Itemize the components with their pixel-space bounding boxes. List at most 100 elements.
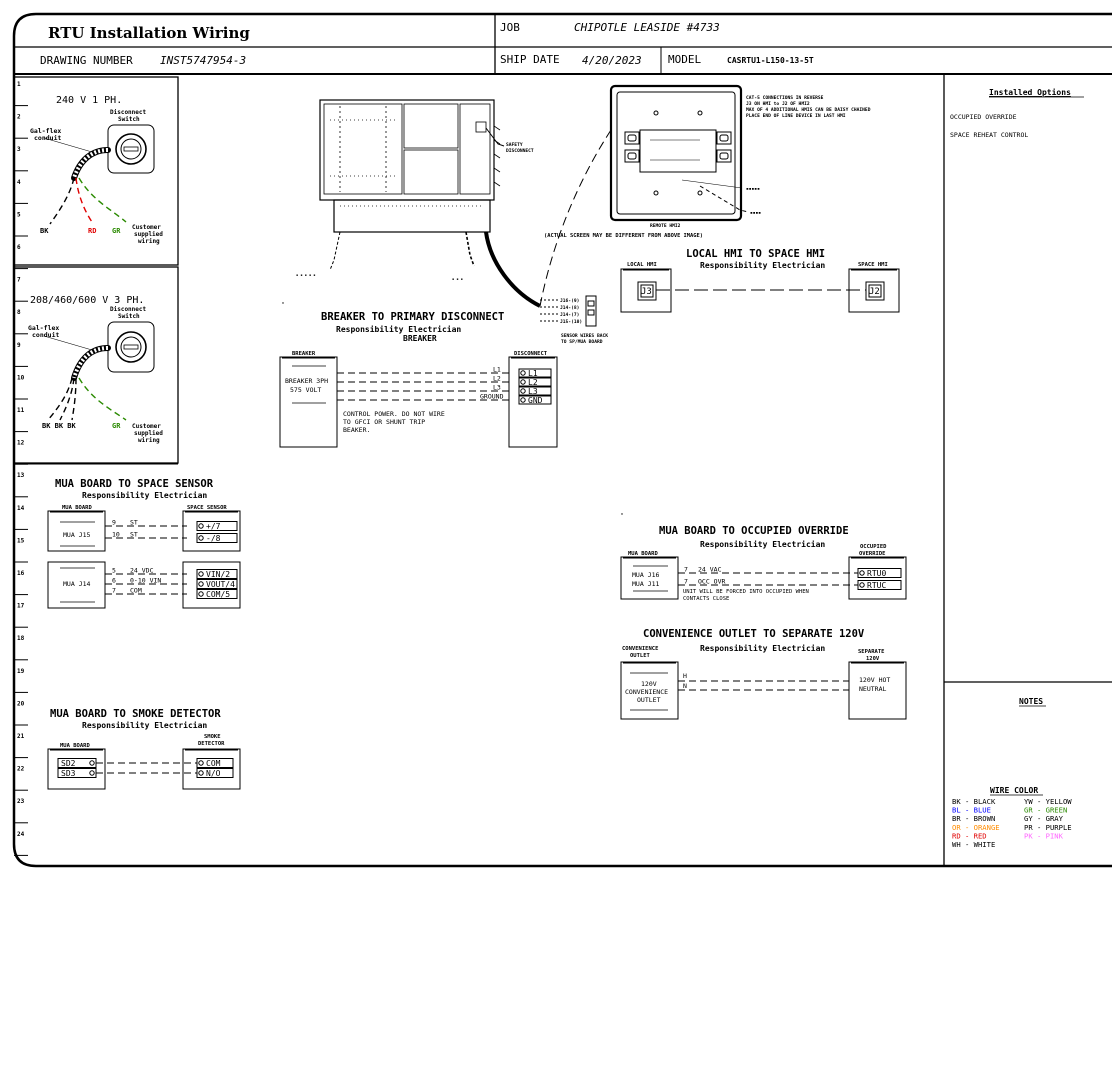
row-number: 10 bbox=[17, 374, 25, 381]
drawing-number-label: DRAWING NUMBER bbox=[40, 54, 133, 67]
local-hmi-section: LOCAL HMI TO SPACE HMI Responsibility El… bbox=[620, 248, 900, 313]
terminal-screw bbox=[89, 770, 95, 776]
row-number: 3 bbox=[17, 146, 21, 153]
terminal-screw bbox=[859, 582, 865, 588]
terminal-screw bbox=[198, 535, 204, 541]
terminal-screw bbox=[520, 370, 526, 376]
single-phase-wire-bk: BK bbox=[40, 227, 49, 235]
space-sensor-left-label: MUA BOARD bbox=[62, 505, 92, 511]
mua-j11-label: MUA J11 bbox=[632, 580, 659, 588]
sensor-terminal-label: COM/5 bbox=[206, 590, 230, 599]
sensor-terminal-label: VOUT/4 bbox=[206, 580, 235, 589]
sensor-wire-name: 0-10 VIN bbox=[130, 577, 161, 585]
row-number: 21 bbox=[17, 733, 25, 740]
smoke-detector-terminal bbox=[196, 758, 234, 768]
breaker-subtitle: BREAKER bbox=[403, 334, 437, 343]
breaker-line-label: GROUND bbox=[480, 393, 504, 401]
sensor-wire-number: 5 bbox=[112, 567, 116, 575]
sensor-terminal bbox=[196, 569, 238, 579]
single-phase-conduit-label-2: conduit bbox=[34, 134, 61, 142]
row-number: 6 bbox=[17, 244, 21, 251]
breaker-label: BREAKER bbox=[292, 351, 316, 357]
terminal-2: J14-(8) bbox=[560, 305, 579, 311]
three-phase-wire-bk: BK BK BK bbox=[42, 422, 77, 430]
smoke-right-label-1: SMOKE bbox=[204, 734, 221, 740]
hmi-note-2: J3 ON HMI to J2 OF HMI2 bbox=[746, 101, 810, 107]
convenience-right-text-2: NEUTRAL bbox=[859, 685, 886, 693]
single-phase-customer-label-2: supplied bbox=[134, 231, 163, 238]
single-phase-disconnect-label-1: Disconnect bbox=[110, 109, 147, 116]
local-hmi-label: LOCAL HMI bbox=[627, 262, 657, 268]
disconnect-terminal-label: L2 bbox=[528, 378, 538, 387]
row-number: 9 bbox=[17, 342, 21, 349]
wire-color-item: GR - GREEN bbox=[1024, 806, 1067, 815]
space-sensor-responsibility: Responsibility Electrician bbox=[82, 490, 207, 500]
terminal-screw bbox=[520, 397, 526, 403]
row-number: 17 bbox=[17, 603, 25, 610]
installed-option-2: SPACE REHEAT CONTROL bbox=[950, 131, 1028, 139]
convenience-left-label-1: CONVENIENCE bbox=[622, 646, 658, 652]
occupied-wire-number: 7 bbox=[684, 566, 688, 574]
notes-heading: NOTES bbox=[1019, 697, 1043, 706]
drawing-title: RTU Installation Wiring bbox=[48, 24, 250, 42]
occupied-wire-name: 24 VAC bbox=[698, 566, 722, 574]
wire-color-item: PR - PURPLE bbox=[1024, 823, 1072, 832]
wire-color-item: BR - BROWN bbox=[952, 814, 995, 823]
mua-j14-label: MUA J14 bbox=[63, 580, 90, 588]
terminal-3: J14-(7) bbox=[560, 312, 579, 318]
terminal-screw bbox=[198, 571, 204, 577]
occupied-terminal-label: RTU0 bbox=[867, 569, 886, 578]
space-sensor-title: MUA BOARD TO SPACE SENSOR bbox=[55, 478, 214, 490]
occupied-title: MUA BOARD TO OCCUPIED OVERRIDE bbox=[659, 525, 849, 537]
single-phase-panel: 240 V 1 PH. Disconnect Switch Gal-flex c… bbox=[30, 95, 163, 245]
breaker-text-2: 575 VOLT bbox=[290, 386, 321, 394]
disconnect-terminal bbox=[518, 368, 552, 378]
sheet-border bbox=[12, 12, 1112, 868]
safety-disconnect-label-1: SAFETY bbox=[506, 142, 523, 148]
three-phase-disconnect-label-2: Switch bbox=[118, 313, 140, 320]
breaker-title: BREAKER TO PRIMARY DISCONNECT bbox=[321, 311, 504, 323]
sensor-terminal bbox=[196, 533, 238, 543]
convenience-left-text-3: OUTLET bbox=[637, 696, 661, 704]
disconnect-terminal bbox=[518, 395, 552, 405]
sensor-wire-name: COM bbox=[130, 587, 142, 595]
convenience-right-label-1: SEPARATE bbox=[858, 649, 885, 655]
smoke-detector-title: MUA BOARD TO SMOKE DETECTOR bbox=[50, 708, 221, 720]
row-number: 2 bbox=[17, 114, 21, 121]
terminal-screw bbox=[198, 523, 204, 529]
occupied-override-section: MUA BOARD TO OCCUPIED OVERRIDE Responsib… bbox=[620, 525, 907, 602]
row-number: 20 bbox=[17, 700, 25, 707]
breaker-text-1: BREAKER 3PH bbox=[285, 377, 328, 385]
wire-color-item: RD - RED bbox=[952, 831, 987, 840]
disconnect-terminal-label: L1 bbox=[528, 369, 538, 378]
safety-disconnect-label-2: DISCONNECT bbox=[506, 148, 534, 154]
breaker-responsibility: Responsibility Electrician bbox=[336, 324, 461, 334]
ship-date-label: SHIP DATE bbox=[500, 53, 560, 66]
hmi-note-4: PLACE END OF LINE DEVICE IN LAST HMI bbox=[746, 113, 846, 119]
convenience-responsibility: Responsibility Electrician bbox=[700, 643, 825, 653]
smoke-detector-terminal-label: N/O bbox=[206, 769, 221, 778]
three-phase-disconnect-label-1: Disconnect bbox=[110, 306, 147, 313]
installed-options-heading: Installed Options bbox=[989, 87, 1071, 97]
row-number: 19 bbox=[17, 668, 25, 675]
row-number: 22 bbox=[17, 766, 25, 773]
sensor-terminal-strip: J16-(9) J14-(8) J14-(7) J15-(10) SENSOR … bbox=[540, 295, 608, 345]
row-number: 7 bbox=[17, 277, 21, 284]
mua-j16-label: MUA J16 bbox=[632, 571, 659, 579]
row-number: 16 bbox=[17, 570, 25, 577]
wire-color-item: BK - BLACK bbox=[952, 797, 996, 806]
single-phase-customer-label-3: wiring bbox=[138, 238, 160, 245]
single-phase-conduit-label-1: Gal-flex bbox=[30, 127, 61, 135]
wire-color-item: BL - BLUE bbox=[952, 806, 991, 815]
space-sensor-section: MUA BOARD TO SPACE SENSOR Responsibility… bbox=[47, 478, 241, 609]
row-number: 1 bbox=[17, 81, 21, 88]
breaker-line-label: L1 bbox=[493, 366, 501, 374]
row-number: 13 bbox=[17, 472, 25, 479]
row-number: 15 bbox=[17, 537, 25, 544]
